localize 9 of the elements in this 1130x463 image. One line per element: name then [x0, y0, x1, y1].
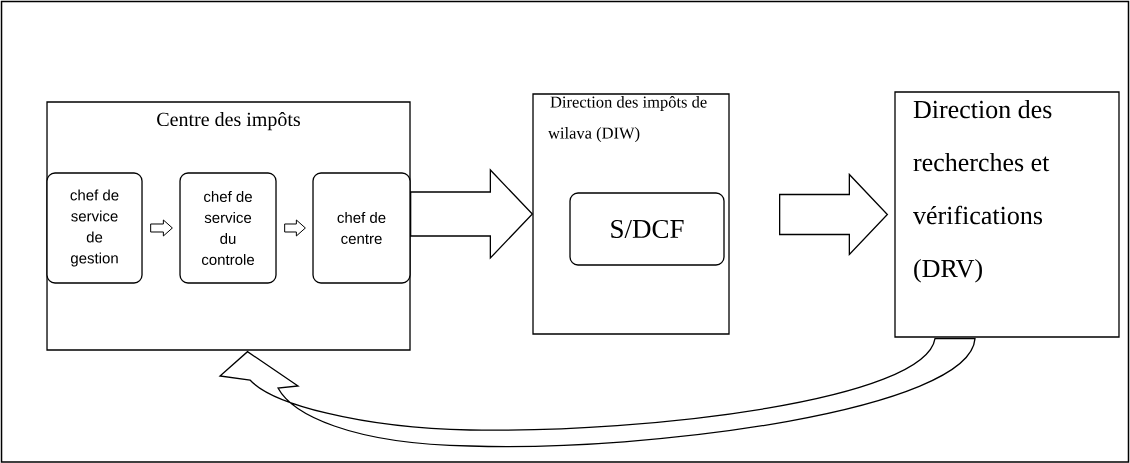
block-arrow — [779, 172, 889, 257]
block-arrow — [284, 219, 306, 237]
process-box: chef de service du controle — [179, 172, 277, 284]
process-box: S/DCF — [569, 192, 725, 266]
block-arrow — [150, 219, 173, 237]
office-box: Direction des recherches et vérifications (DRV) — [894, 91, 1120, 338]
block-arrow — [410, 168, 534, 260]
process-box: chef de centre — [312, 172, 411, 284]
process-box: chef de service de gestion — [46, 172, 143, 284]
